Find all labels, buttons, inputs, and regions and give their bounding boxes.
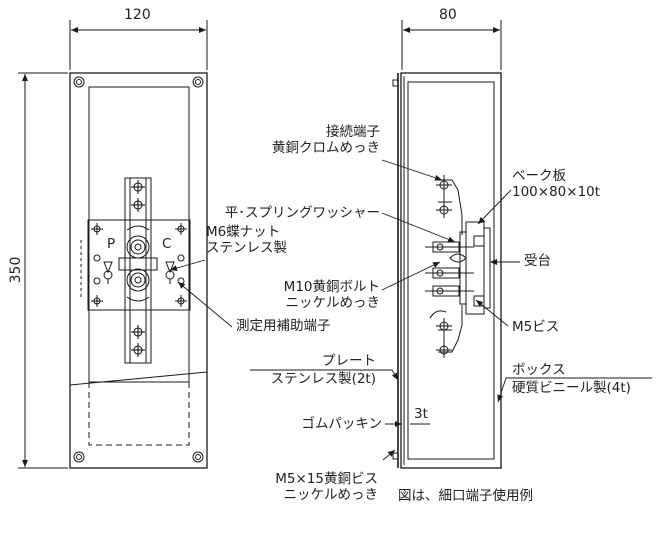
connection-terminal-label: 接続端子 黄銅クロムめっき [272, 124, 380, 156]
corner-screw-icon [73, 76, 204, 463]
plate-label: プレート ステンレス製(2t) [270, 353, 376, 387]
gasket-thickness-label: 3t [414, 406, 428, 422]
bake-board-label: ベーク板 100×80×10t [512, 168, 601, 200]
depth-dimension [401, 20, 502, 70]
washer-label: 平･スプリングワッシャー [224, 205, 380, 221]
front-view [69, 72, 208, 469]
bolt-label: M10黄銅ボルト ニッケルめっき [283, 279, 380, 311]
wing-nut-label: M6蝶ナット ステンレス製 [206, 224, 287, 256]
width-dimension [69, 20, 208, 70]
measure-terminal-label: 測定用補助端子 [236, 318, 331, 334]
side-view [392, 72, 502, 469]
m5x15-screw-label: M5×15黄銅ビス ニッケルめっき [275, 471, 378, 503]
box-label: ボックス 硬質ビニール製(4t) [512, 362, 631, 396]
height-dimension [18, 72, 68, 469]
figure-note: 図は、細口端子使用例 [398, 488, 533, 504]
m5-screw-label: M5ビス [512, 319, 560, 335]
depth-dimension-label: 80 [439, 7, 457, 23]
height-dimension-label: 350 [8, 256, 24, 284]
terminal-c-mark: C [162, 236, 172, 252]
base-label: 受台 [524, 253, 551, 269]
leader-lines [169, 159, 652, 461]
terminal-p-mark: P [107, 236, 116, 252]
rubber-packing-label: ゴムパッキン [301, 416, 382, 432]
width-dimension-label: 120 [124, 7, 151, 23]
